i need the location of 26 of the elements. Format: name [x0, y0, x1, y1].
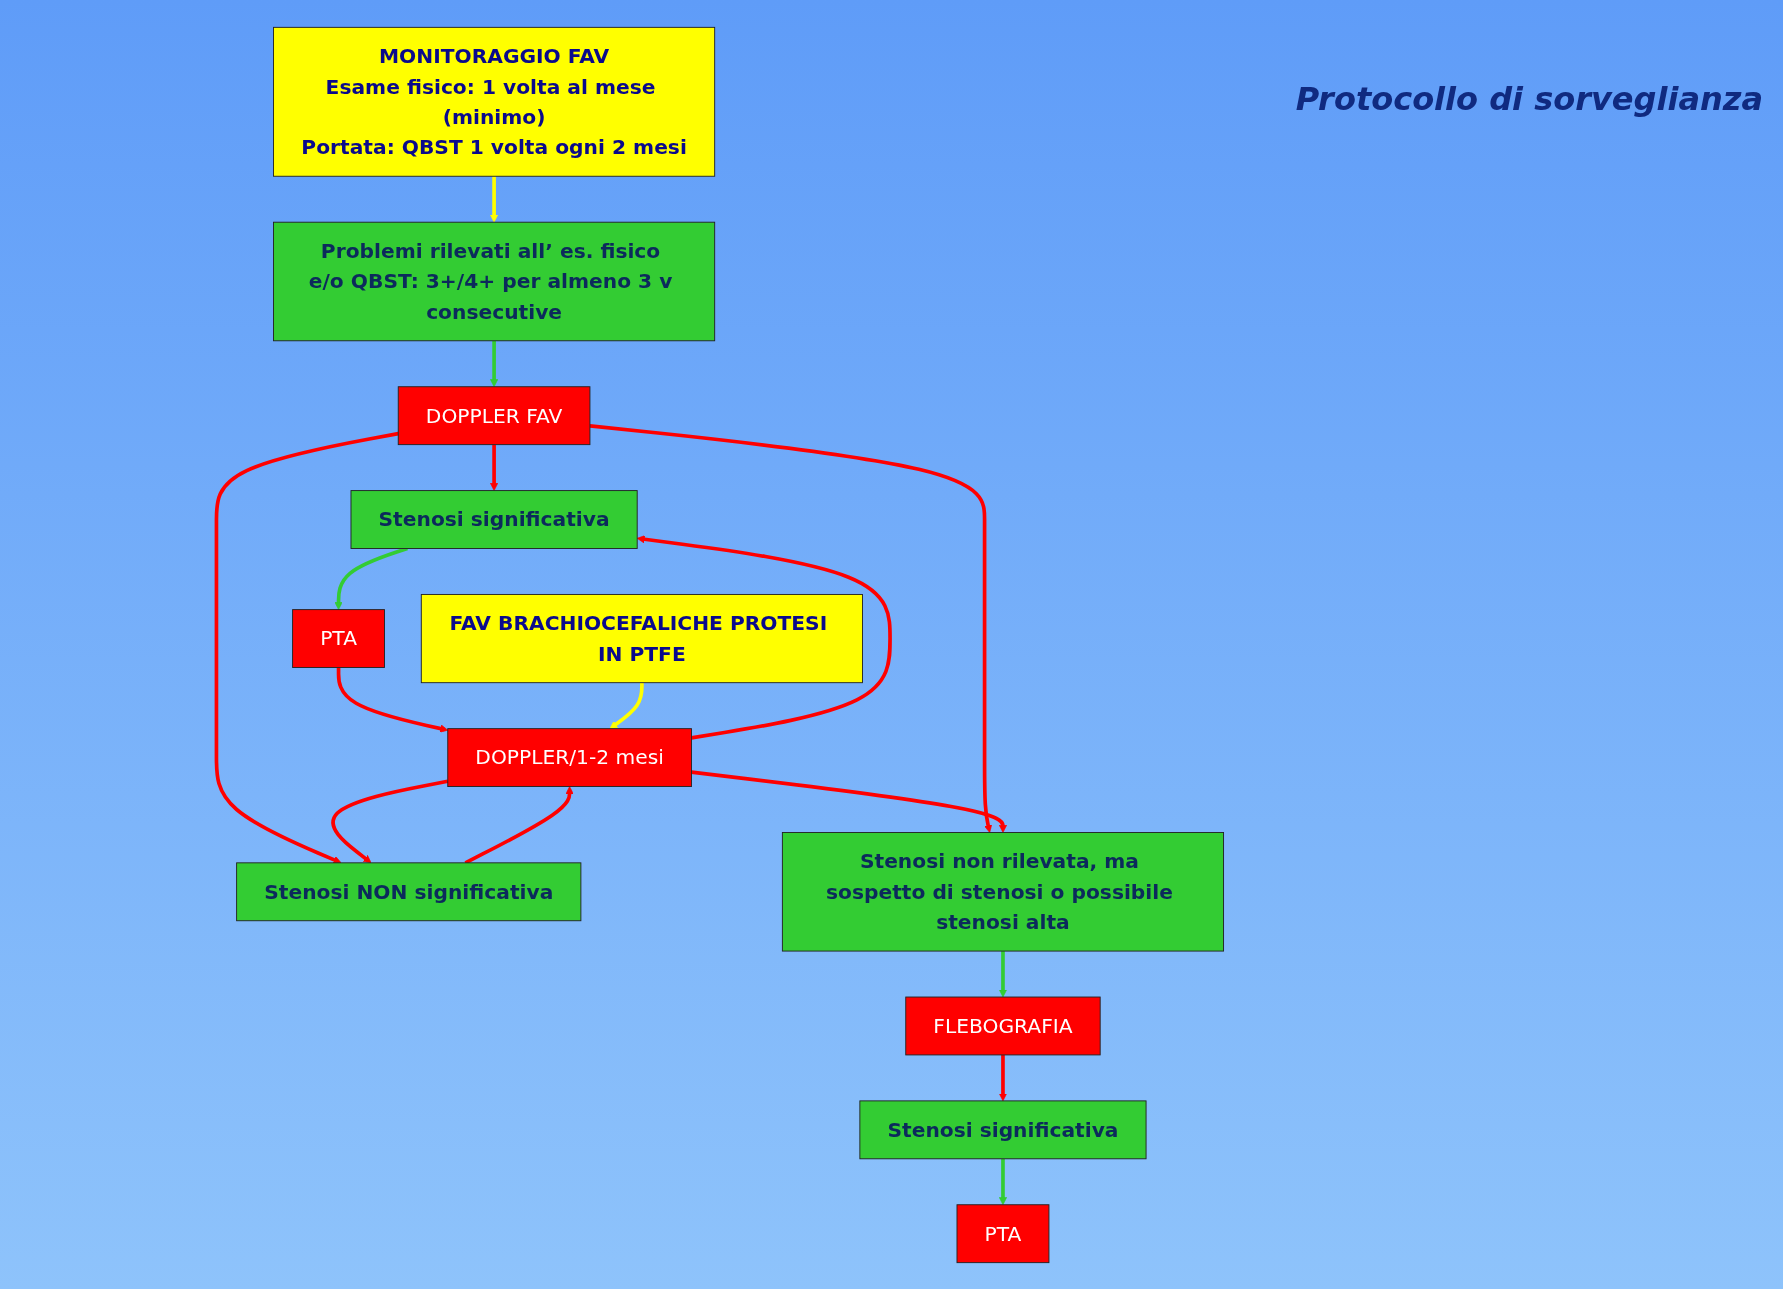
node-box: Stenosi significativa [859, 1100, 1147, 1160]
node-box: FAV BRACHIOCEFALICHE PROTESI IN PTFE [420, 594, 863, 684]
node-box: PTA [292, 609, 385, 668]
arrow [490, 176, 499, 223]
note-text: Protocollo di sorveglianza [1295, 80, 1763, 118]
arrow [998, 951, 1007, 998]
arrow [998, 1158, 1007, 1206]
arrow [691, 770, 1007, 833]
arrow [331, 779, 449, 864]
arrow [636, 535, 892, 740]
arrow [336, 667, 449, 733]
arrow [589, 424, 993, 833]
node-box: FLEBOGRAFIA [905, 996, 1101, 1056]
arrow [609, 682, 644, 729]
arrow [490, 444, 499, 491]
node-box: Stenosi non rilevata, ma sospetto di stenosi o possibile stenosi alta [781, 832, 1224, 952]
node-box: Stenosi NON significativa [236, 862, 582, 922]
node-box: PTA [956, 1204, 1050, 1264]
arrow [998, 1054, 1007, 1102]
node-box: MONITORAGGIO FAV Esame fisico: 1 volta al mese (minimo) Portata: QBST 1 volta ogni 2 mesi [273, 26, 716, 177]
node-box: DOPPLER FAV [397, 386, 591, 446]
node-box: Stenosi significativa [350, 490, 638, 549]
arrow [490, 340, 499, 388]
node-box: Problemi rilevati all’ es. fisico e/o QBST: 3+/4+ per almeno 3 v consecutive [273, 221, 716, 342]
node-box: DOPPLER/1-2 mesi [447, 728, 692, 787]
arrow [214, 431, 399, 864]
